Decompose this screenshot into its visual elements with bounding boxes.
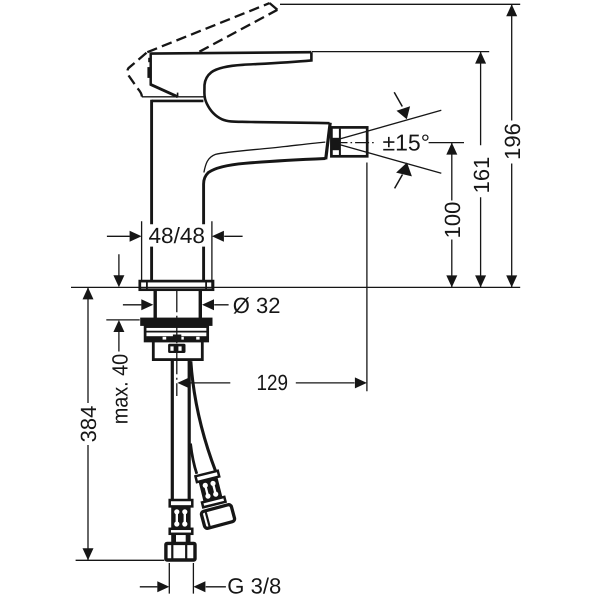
svg-text:Ø 32: Ø 32 xyxy=(233,293,281,318)
svg-text:G 3/8: G 3/8 xyxy=(227,574,281,599)
svg-text:100: 100 xyxy=(440,202,465,239)
svg-text:max. 40: max. 40 xyxy=(108,354,133,425)
svg-text:±15°: ±15° xyxy=(383,129,430,155)
svg-text:161: 161 xyxy=(469,157,494,194)
svg-text:129: 129 xyxy=(257,370,289,395)
svg-text:48/48: 48/48 xyxy=(149,223,206,248)
svg-text:196: 196 xyxy=(500,123,525,160)
svg-text:384: 384 xyxy=(76,406,101,443)
